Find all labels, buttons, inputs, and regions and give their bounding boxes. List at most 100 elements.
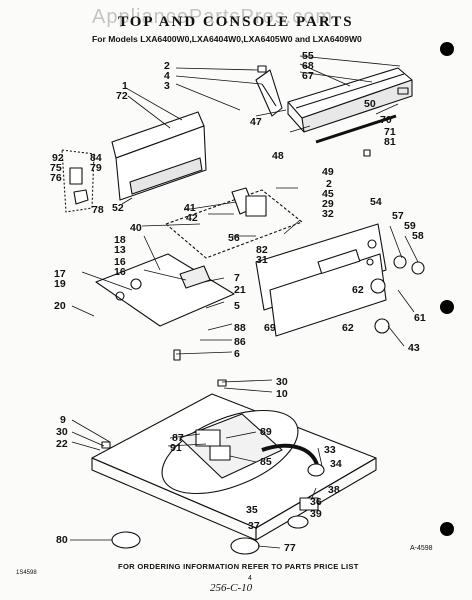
callout-16: 16	[114, 256, 126, 268]
callout-3: 3	[164, 80, 170, 92]
callout-72: 72	[116, 90, 128, 102]
callout-5: 5	[234, 300, 240, 312]
callout-9: 9	[60, 414, 66, 426]
callout-2: 2	[164, 60, 170, 72]
console-back-panel	[287, 67, 413, 144]
callout-87: 87	[172, 432, 184, 444]
callout-39: 39	[310, 508, 322, 520]
callout-6: 6	[234, 348, 240, 360]
knob-lower	[374, 318, 390, 334]
binder-hole-top	[440, 42, 454, 56]
callout-33: 33	[324, 444, 336, 456]
callout-92: 92	[52, 152, 64, 164]
callout-20: 20	[54, 300, 66, 312]
callout-36: 36	[310, 496, 322, 508]
callout-38: 38	[328, 484, 340, 496]
leader-lines	[70, 55, 419, 549]
callout-35: 35	[246, 504, 258, 516]
callout-81: 81	[384, 136, 396, 148]
callout-84: 84	[90, 152, 102, 164]
callout-68: 68	[302, 60, 314, 72]
callout-56: 56	[228, 232, 240, 244]
callout-7: 7	[234, 272, 240, 284]
callout-80: 80	[56, 534, 68, 546]
callout-15: 16	[114, 266, 126, 278]
binder-hole-middle	[440, 300, 454, 314]
callout-22: 22	[56, 438, 68, 450]
callout-62b: 62	[342, 322, 354, 334]
knob-middle	[370, 278, 386, 294]
callout-75: 75	[50, 162, 62, 174]
knob-upper	[393, 255, 407, 269]
corner-code: 1S4598	[16, 570, 37, 576]
lid-switch-assembly	[195, 429, 231, 461]
callout-10: 10	[276, 388, 288, 400]
callout-43: 43	[408, 342, 420, 354]
callout-45: 45	[322, 188, 334, 200]
callout-69: 69	[264, 322, 276, 334]
control-panel	[255, 223, 387, 337]
callout-18: 18	[114, 234, 126, 246]
watermark: AppliancePartsPros.com	[92, 6, 333, 28]
callout-86: 86	[234, 336, 246, 348]
callout-30: 30	[276, 376, 288, 388]
callout-50: 50	[364, 98, 376, 110]
page-title: TOP AND CONSOLE PARTS	[118, 14, 354, 30]
callout-55: 55	[302, 50, 314, 62]
callout-30b: 30	[56, 426, 68, 438]
models-line: For Models LXA6400W0,LXA6404W0,LXA6405W0…	[92, 34, 362, 44]
callout-71: 71	[384, 126, 396, 138]
callout-19: 19	[54, 278, 66, 290]
callout-31: 31	[256, 254, 268, 266]
callout-91: 91	[170, 442, 182, 454]
callout-58: 58	[412, 230, 424, 242]
callout-88: 88	[234, 322, 246, 334]
callout-89: 89	[260, 426, 272, 438]
callout-32: 32	[322, 208, 334, 220]
callout-82: 82	[256, 244, 268, 256]
switch-mounting-plate	[165, 187, 303, 259]
hinge-parts	[230, 463, 325, 555]
callout-2b: 2	[326, 178, 332, 190]
callout-52: 52	[112, 202, 124, 214]
end-cap	[397, 87, 409, 95]
timer-bracket-group	[61, 149, 95, 213]
callout-49: 49	[322, 166, 334, 178]
callout-54: 54	[370, 196, 382, 208]
callout-78: 78	[92, 204, 104, 216]
callout-79: 79	[90, 162, 102, 174]
callout-70: 70	[380, 114, 392, 126]
callout-76: 76	[50, 172, 62, 184]
diagram-code: A-4598	[410, 545, 433, 552]
callout-59: 59	[404, 220, 416, 232]
ordering-note: FOR ORDERING INFORMATION REFER TO PARTS …	[118, 562, 359, 571]
callout-4: 4	[164, 70, 170, 82]
callout-62: 62	[352, 284, 364, 296]
callout-42: 42	[186, 212, 198, 224]
console-rear-shield	[111, 111, 207, 201]
callout-67: 67	[302, 70, 314, 82]
lid-switch-plate	[95, 253, 235, 327]
callout-21: 21	[234, 284, 246, 296]
binder-hole-bottom	[440, 522, 454, 536]
callout-57: 57	[392, 210, 404, 222]
callout-1: 1	[122, 80, 128, 92]
screws	[101, 65, 371, 449]
callout-37: 37	[248, 520, 260, 532]
console-end-bracket	[255, 69, 283, 117]
knob-right	[411, 261, 425, 275]
callout-48: 48	[272, 150, 284, 162]
callout-61: 61	[414, 312, 426, 324]
callout-85: 85	[260, 456, 272, 468]
handwritten-note: 256-C-10	[210, 582, 253, 594]
callout-77: 77	[284, 542, 296, 554]
foot-pad	[111, 531, 141, 549]
callout-47: 47	[250, 116, 262, 128]
callout-40: 40	[130, 222, 142, 234]
callout-41: 41	[184, 202, 196, 214]
page-number: 4	[248, 575, 252, 582]
callout-34: 34	[330, 458, 342, 470]
callout-29: 29	[322, 198, 334, 210]
